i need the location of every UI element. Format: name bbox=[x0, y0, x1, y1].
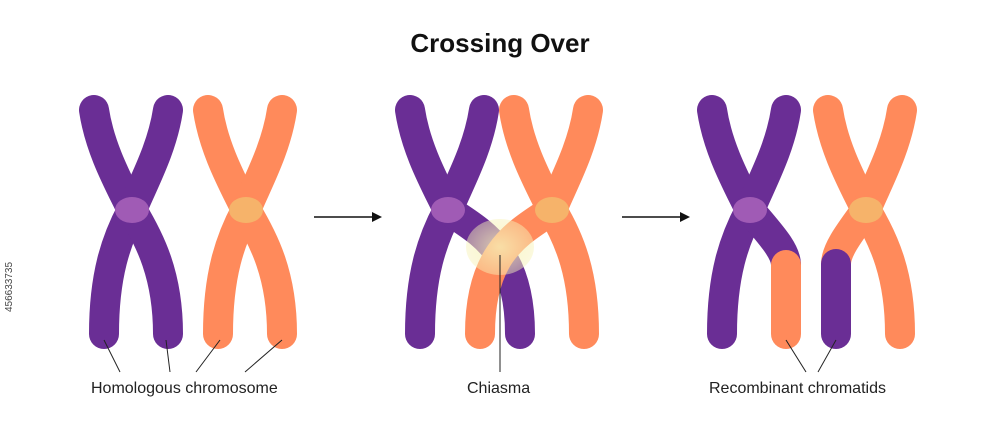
recombinant-chromatids-label: Recombinant chromatids bbox=[709, 380, 886, 397]
image-id-text: 456633735 bbox=[4, 261, 15, 312]
recombinant-pointer-lines bbox=[785, 339, 837, 373]
orange-chromosome bbox=[193, 95, 297, 349]
chiasma-highlight bbox=[466, 219, 534, 275]
homologous-chromosome-label: Homologous chromosome bbox=[91, 380, 278, 397]
purple-chromosome bbox=[79, 95, 183, 349]
diagram-title: Crossing Over bbox=[410, 28, 590, 58]
arrow-right-icon bbox=[314, 212, 382, 222]
homologous-pair bbox=[79, 95, 297, 373]
chiasma-pair bbox=[395, 95, 603, 372]
chiasma-label: Chiasma bbox=[467, 380, 531, 397]
arrow-right-icon bbox=[622, 212, 690, 222]
recombinant-pair bbox=[697, 95, 917, 373]
homologous-pointer-lines bbox=[103, 339, 283, 373]
